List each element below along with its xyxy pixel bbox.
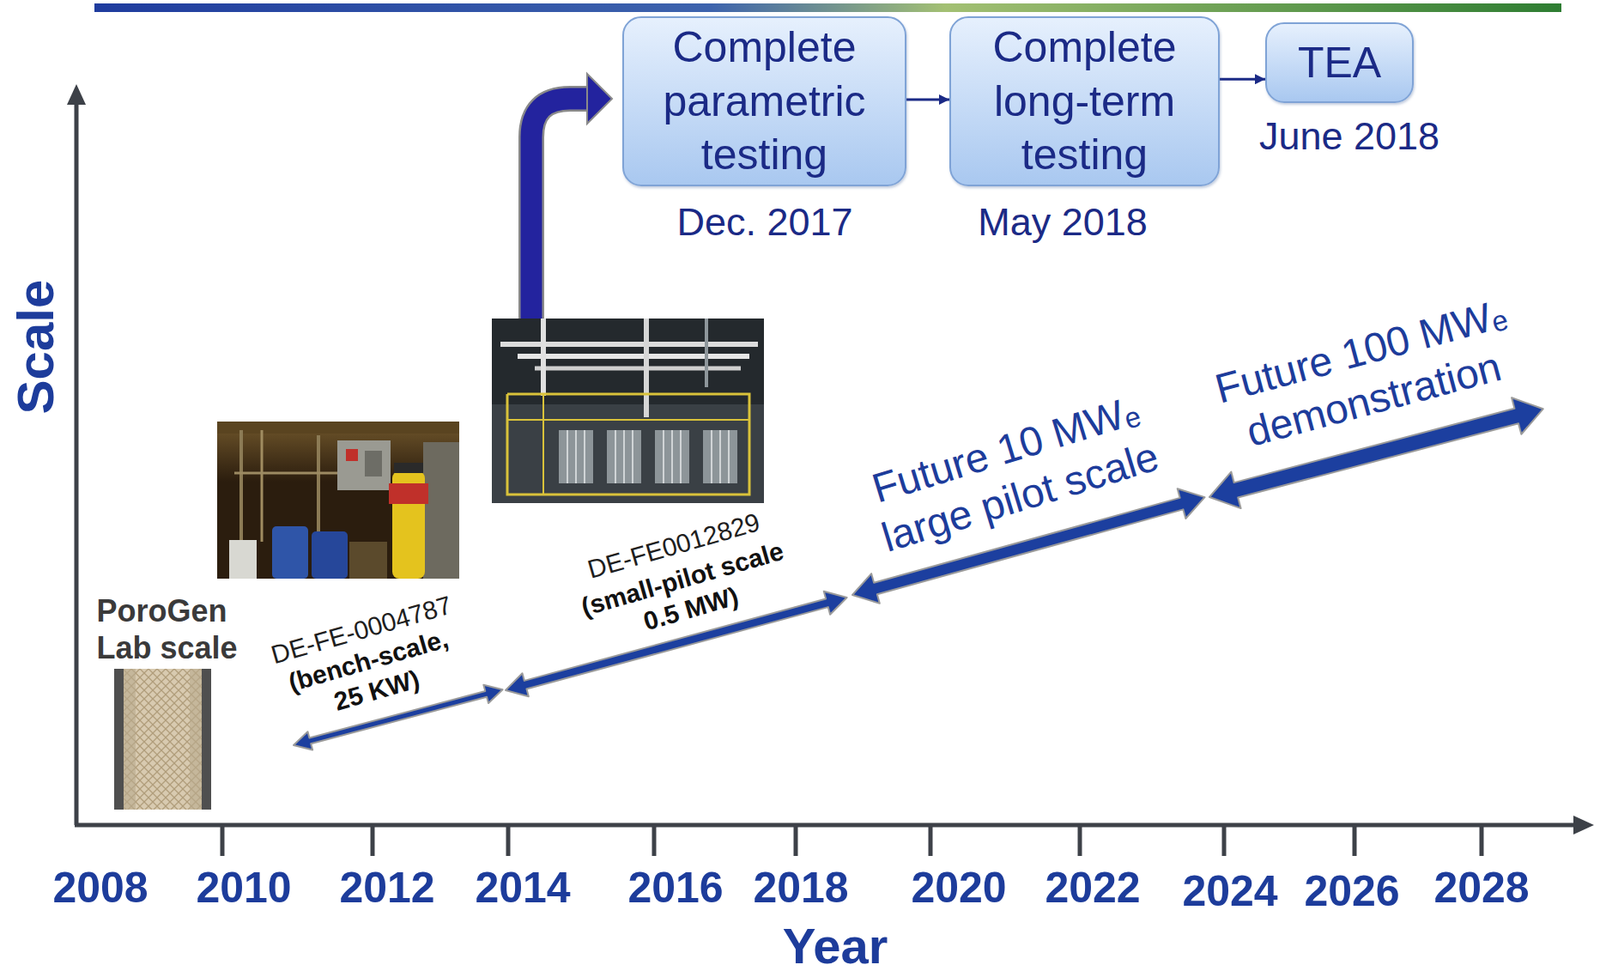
cart [349, 541, 388, 579]
axis-title: Scale [5, 279, 67, 415]
bent-arrow-outline [531, 98, 593, 320]
ceiling [217, 421, 460, 434]
tick-mark [1078, 824, 1083, 856]
hollow-fiber-photo [114, 668, 212, 810]
pipe [704, 318, 709, 388]
milestone-date: June 2018 [1259, 113, 1440, 160]
x-axis [74, 823, 1578, 828]
axis-tick-label: 2008 [52, 861, 148, 914]
axis-arrowhead [1573, 815, 1594, 835]
blue-drum [272, 526, 309, 579]
pipe [540, 318, 546, 396]
process-box: Complete long-term testing [949, 16, 1220, 187]
flow-arrow [906, 98, 950, 102]
tick-mark [1222, 824, 1227, 856]
fiber-bundle [123, 668, 202, 810]
pipe [534, 366, 741, 371]
bent-arrow [531, 73, 613, 320]
box-label: Complete long-term testing [956, 20, 1213, 182]
axis-tick-label: 2028 [1433, 861, 1529, 914]
axis-arrowhead [66, 84, 86, 105]
axis-tick-label: 2024 [1181, 865, 1278, 917]
tick-mark [928, 824, 934, 856]
milestone-date: Dec. 2017 [676, 199, 853, 246]
pipe [234, 472, 346, 475]
panel-device [364, 450, 382, 477]
container [229, 539, 257, 579]
axis-tick-label: 2018 [752, 861, 849, 914]
pipe [239, 430, 243, 551]
milestone-date: May 2018 [977, 199, 1148, 246]
vessel-band [388, 483, 429, 504]
y-axis [74, 99, 79, 825]
axes [66, 84, 1594, 856]
timeline-arrows [290, 390, 1548, 755]
tick-mark [652, 824, 657, 856]
fiber-shade [189, 668, 202, 810]
box-label: TEA [1297, 36, 1382, 91]
pipe [260, 430, 264, 542]
tick-mark [1352, 824, 1358, 856]
bench-scale-photo [217, 421, 460, 579]
process-box: TEA [1265, 22, 1414, 104]
small-pilot-photo [491, 318, 764, 504]
process-box: Complete parametric testing [622, 16, 907, 187]
floor [491, 404, 764, 504]
axis-ticks [222, 824, 1482, 856]
tick-mark [1479, 824, 1485, 856]
tick-mark [506, 824, 511, 856]
fiber-shade [123, 668, 136, 810]
module-tubes [567, 430, 729, 484]
axis-title: Year [782, 915, 889, 976]
machine-cabinet [423, 442, 460, 579]
axis-tick-label: 2026 [1303, 865, 1400, 917]
photo-frame [114, 668, 212, 810]
railing [542, 393, 545, 495]
photo-ground [491, 318, 764, 504]
pipe [643, 318, 649, 418]
bent-arrow-head [587, 73, 613, 124]
axis-tick-label: 2014 [474, 861, 570, 914]
photo-ground [217, 421, 460, 579]
tick-mark [370, 824, 376, 856]
axis-tick-label: 2016 [627, 861, 723, 914]
box-label: Complete parametric testing [629, 20, 900, 182]
blue-drum [311, 531, 348, 579]
railing [507, 393, 750, 495]
vessel-top [393, 462, 424, 473]
axis-tick-label: 2010 [195, 861, 291, 914]
pipe [517, 353, 750, 359]
axis-tick-label: 2020 [910, 861, 1007, 914]
top-bar [94, 3, 1562, 13]
panel-device [345, 448, 358, 461]
axis-tick-label: 2012 [339, 861, 435, 914]
scale-caption: PoroGen Lab scale [96, 592, 256, 667]
future-phase-label: Future 10 MWₑ large pilot scale [846, 379, 1180, 567]
flow-arrow [1219, 78, 1266, 81]
future-phase-label: Future 100 MWₑ demonstration [1188, 283, 1546, 468]
control-panel [337, 440, 391, 491]
bent-arrow-shaft [531, 98, 593, 320]
tick-mark [793, 824, 799, 856]
pipe [500, 341, 758, 347]
tick-mark [220, 824, 225, 856]
axis-tick-label: 2022 [1044, 861, 1140, 914]
pipe [316, 435, 321, 532]
fiber-weave [123, 668, 202, 810]
